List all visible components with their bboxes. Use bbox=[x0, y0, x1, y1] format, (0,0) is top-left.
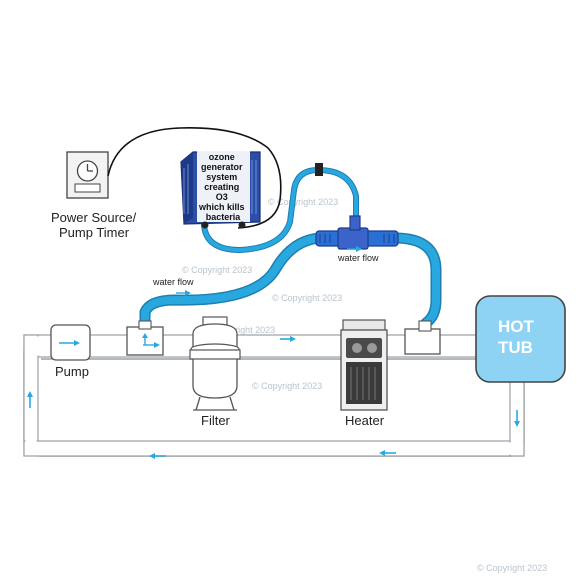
clock-icon bbox=[76, 160, 99, 182]
ozone-generator: ozone generator system creating O3 which… bbox=[180, 150, 261, 229]
ozone-return-hose bbox=[141, 234, 324, 327]
hot-tub-label: TUB bbox=[498, 338, 533, 357]
ozone-generator-text: ozone generator system creating O3 which… bbox=[198, 152, 247, 222]
hot-tub: HOT TUB bbox=[475, 295, 566, 383]
water-flow-label: water flow bbox=[152, 277, 194, 287]
pump-timer bbox=[66, 151, 109, 199]
tee-fitting bbox=[126, 320, 164, 356]
water-flow-label: water flow bbox=[337, 253, 379, 263]
arrow-right-icon bbox=[280, 336, 296, 342]
venturi-injector-icon bbox=[315, 215, 399, 250]
watermark-copyright: © Copyright 2023 bbox=[268, 197, 338, 207]
ozone-line bbox=[202, 167, 358, 253]
watermark-copyright: © Copyright 2023 bbox=[252, 381, 322, 391]
power-source-label: Power Source/ bbox=[51, 210, 137, 225]
arrow-left-icon bbox=[379, 450, 396, 456]
pump-timer-label: Pump Timer bbox=[59, 225, 130, 240]
heater-label: Heater bbox=[345, 413, 385, 428]
pump-label: Pump bbox=[55, 364, 89, 379]
filter-label: Filter bbox=[201, 413, 231, 428]
tee-fitting bbox=[404, 320, 441, 355]
arrow-right-icon bbox=[347, 246, 362, 252]
arrow-down-icon bbox=[514, 410, 520, 427]
venturi-supply-hose bbox=[391, 234, 440, 327]
watermark-copyright: © Copyright 2023 bbox=[272, 293, 342, 303]
arrow-up-icon bbox=[27, 391, 33, 408]
hot-tub-label: HOT bbox=[498, 317, 535, 336]
watermark-layer: © Copyright 2023 © Copyright 2023 © Copy… bbox=[182, 197, 547, 573]
power-cord bbox=[107, 127, 282, 229]
watermark-copyright: © Copyright 2023 bbox=[182, 265, 252, 275]
footer-copyright: © Copyright 2023 bbox=[477, 563, 547, 573]
check-valve-icon bbox=[315, 163, 323, 176]
heater-icon bbox=[340, 319, 388, 411]
watermark-copyright: © Copyright 2023 bbox=[205, 325, 275, 335]
arrow-right-icon bbox=[176, 290, 191, 296]
pump-icon bbox=[50, 324, 91, 361]
arrow-left-icon bbox=[149, 453, 166, 459]
filter-icon bbox=[189, 316, 241, 411]
